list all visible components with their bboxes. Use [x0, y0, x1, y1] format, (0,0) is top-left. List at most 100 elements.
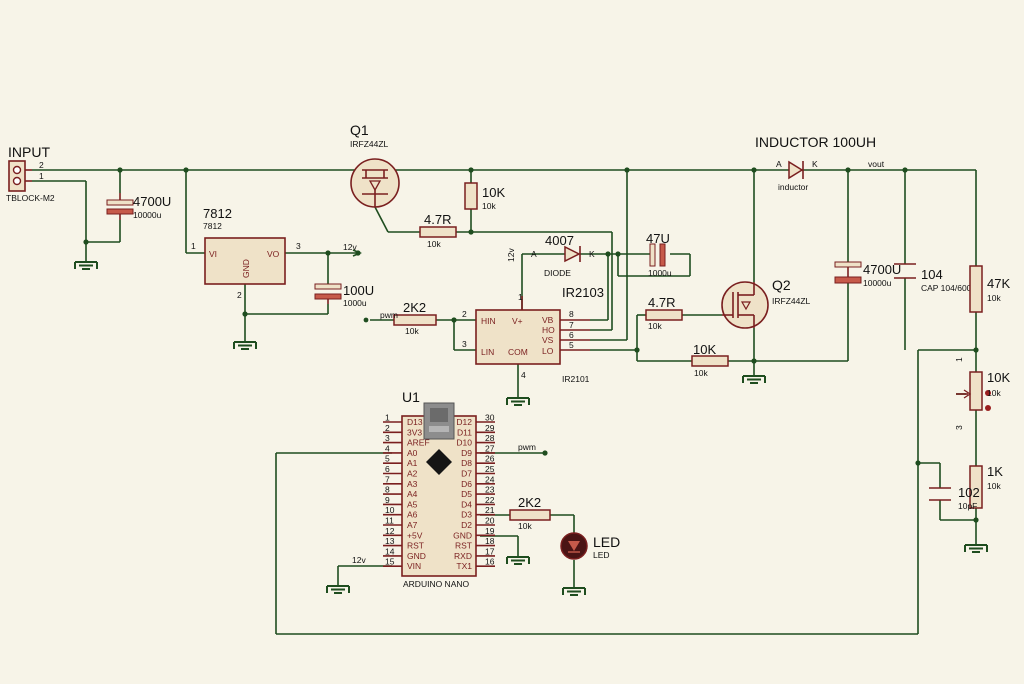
pot-indicator-icon — [985, 390, 991, 396]
driver-pin5: 5 — [569, 340, 574, 350]
led[interactable]: LED LED — [560, 532, 620, 560]
resistor-47k[interactable]: 47K 10k — [969, 265, 1010, 313]
mcu-pin-number: 19 — [485, 526, 495, 536]
c-104-ref-label: 104 — [921, 267, 943, 282]
ground-icon — [506, 556, 530, 565]
mcu-pin-number: 3 — [385, 433, 390, 443]
mcu-pin-number: 10 — [385, 505, 395, 515]
capacitor-102[interactable]: 102 10pF — [929, 485, 980, 511]
inductor-100uh[interactable]: INDUCTOR 100UH inductor A K — [755, 134, 876, 192]
resistor-4-7r-2[interactable]: 4.7R 10k — [645, 295, 683, 331]
resistor-1k[interactable]: 1K 10k — [969, 464, 1003, 509]
microcontroller-chip-icon — [426, 449, 452, 475]
c-47u-value-label: 1000u — [648, 268, 672, 278]
pot-pin1: 1 — [954, 357, 964, 362]
driver-vs-label: VS — [542, 335, 554, 345]
capacitor-104[interactable]: 104 CAP 104/600 — [894, 263, 972, 293]
inductor-value-label: inductor — [778, 182, 808, 192]
capacitor-4700u-input[interactable]: 4700U 10000u — [106, 193, 171, 220]
resistor-10k-bottom[interactable]: 10K 10k — [691, 342, 729, 378]
driver-pin1: 1 — [518, 292, 523, 302]
capacitor-100u[interactable]: 100U 1000u — [314, 283, 374, 308]
mcu-value-label: ARDUINO NANO — [403, 579, 470, 589]
c-100u-ref-label: 100U — [343, 283, 374, 298]
reg-pin3: 3 — [296, 241, 301, 251]
c-100u-value-label: 1000u — [343, 298, 367, 308]
r-47k-value-label: 10k — [987, 293, 1001, 303]
mcu-pin-number: 1 — [385, 413, 390, 423]
mcu-pin-name: A5 — [407, 499, 418, 509]
mcu-pin-number: 13 — [385, 536, 395, 546]
inductor-ref-label: INDUCTOR 100UH — [755, 134, 876, 150]
reg-vo-label: VO — [267, 249, 280, 259]
r-47r-2-ref-label: 4.7R — [648, 295, 675, 310]
reg-ref-label: 7812 — [203, 206, 232, 221]
mosfet-q2[interactable]: Q2 IRFZ44ZL — [721, 277, 811, 329]
ground-icon — [326, 585, 350, 594]
resistor-2k2-led[interactable]: 2K2 10k — [509, 495, 551, 531]
regulator-7812[interactable]: 7812 7812 VI VO GND 1 3 2 — [191, 206, 301, 300]
mcu-pin-name: D5 — [461, 489, 472, 499]
q1-ref-label: Q1 — [350, 122, 369, 138]
driver-hin-label: HIN — [481, 316, 496, 326]
mosfet-q1[interactable]: Q1 IRFZ44ZL — [350, 122, 400, 208]
potentiometer-10k[interactable]: 10K 10k 1 3 — [954, 357, 1010, 430]
r-2k2-b-ref-label: 2K2 — [518, 495, 541, 510]
resistor-2k2-driver[interactable]: 2K2 10k — [393, 300, 437, 336]
gate-driver-ir2103[interactable]: IR2103 IR2101 HIN LIN V+ COM VB HO VS LO… — [462, 285, 604, 384]
capacitor-47u[interactable]: 47U 1000u — [646, 231, 672, 278]
resistor-4-7r-1[interactable]: 4.7R 10k — [419, 212, 457, 249]
c-47u-ref-label: 47U — [646, 231, 670, 246]
mcu-pin-name: D12 — [456, 417, 472, 427]
r-2k2-a-ref-label: 2K2 — [403, 300, 426, 315]
capacitor-4700u-output[interactable]: 4700U 10000u — [834, 261, 901, 288]
c-104-value-label: CAP 104/600 — [921, 283, 972, 293]
ground-icon — [562, 587, 586, 596]
r-47r-2-value-label: 10k — [648, 321, 662, 331]
diode-4007[interactable]: 4007 DIODE A K — [531, 233, 595, 278]
c-102-value-label: 10pF — [958, 501, 977, 511]
q1-value-label: IRFZ44ZL — [350, 139, 389, 149]
led-ref-label: LED — [593, 534, 620, 550]
driver-pin8: 8 — [569, 309, 574, 319]
net-label-12v-diode: 12v — [506, 248, 516, 262]
driver-pin4: 4 — [521, 370, 526, 380]
mcu-ref-label: U1 — [402, 389, 420, 405]
mcu-pin-name: A2 — [407, 469, 418, 479]
c-in-ref-label: 4700U — [133, 194, 171, 209]
mcu-pin-name: D3 — [461, 510, 472, 520]
driver-vb-label: VB — [542, 315, 554, 325]
reg-pin1: 1 — [191, 241, 196, 251]
resistor-10k-top[interactable]: 10K 10k — [464, 182, 505, 211]
arrow-icon — [352, 249, 363, 257]
r-1k-value-label: 10k — [987, 481, 1001, 491]
r-10k-top-ref-label: 10K — [482, 185, 505, 200]
mcu-pin-number: 30 — [485, 413, 495, 423]
diode-ref-label: 4007 — [545, 233, 574, 248]
r-47r-1-ref-label: 4.7R — [424, 212, 451, 227]
input-terminal-block[interactable]: INPUT TBLOCK-M2 2 1 — [6, 144, 55, 203]
mcu-pin-number: 27 — [485, 443, 495, 453]
mcu-pin-name: A6 — [407, 510, 418, 520]
mcu-pin-name: A3 — [407, 479, 418, 489]
c-102-ref-label: 102 — [958, 485, 980, 500]
mcu-pin-name: D4 — [461, 499, 472, 509]
mcu-pin-name: D9 — [461, 448, 472, 458]
driver-lin-label: LIN — [481, 347, 494, 357]
ground-icon — [233, 341, 257, 350]
net-label-vout: vout — [868, 159, 885, 169]
